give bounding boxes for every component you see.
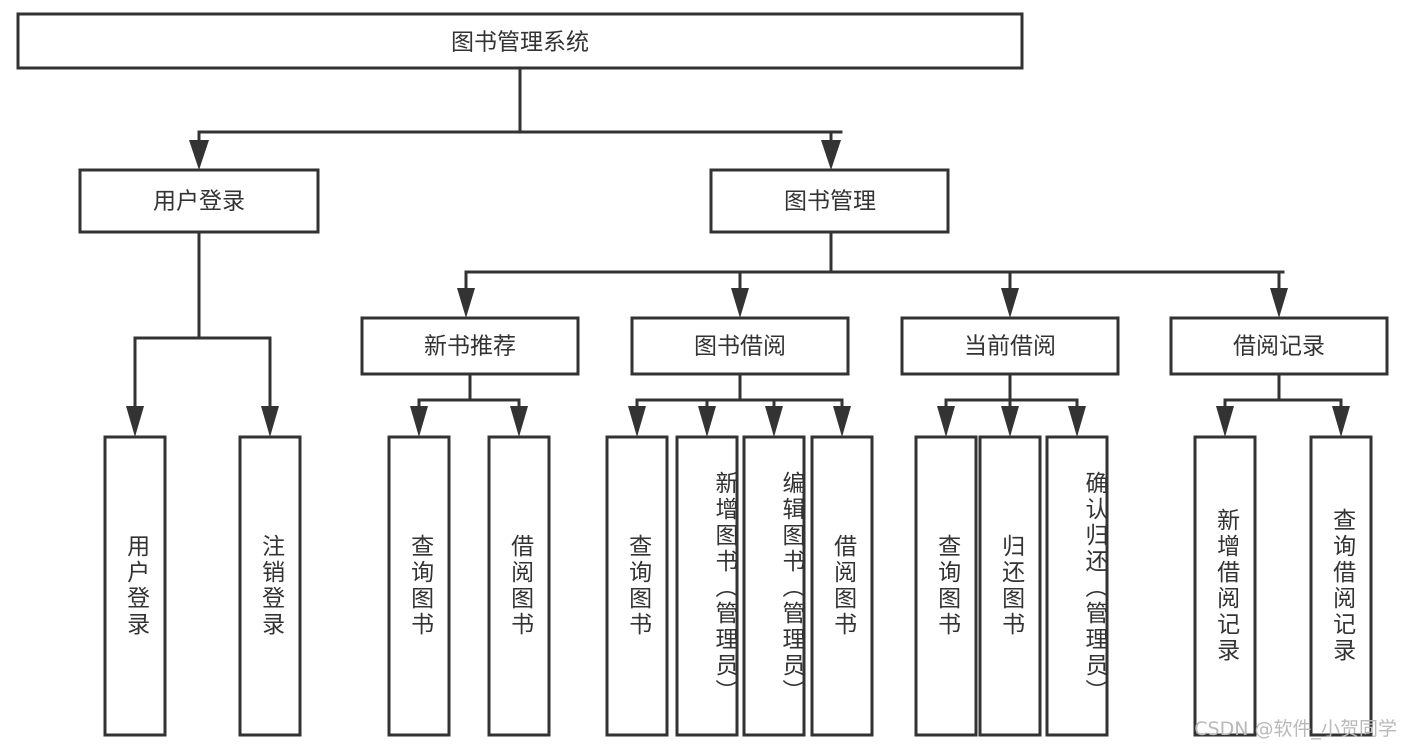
- watermark-text: CSDN @软件_小贺同学: [1194, 718, 1397, 740]
- connector-layer: [126, 66, 1350, 437]
- arrow-head-root-to-user-login: [189, 140, 209, 170]
- node-box-leaf-query-book-3[interactable]: [914, 435, 978, 737]
- node-label-root: 图书管理系统: [451, 30, 589, 56]
- node-box-leaf-query-book-2[interactable]: [605, 435, 669, 737]
- arrow-head-current-borrow-leaf-2: [1001, 406, 1019, 437]
- node-box-leaf-add-borrow-record[interactable]: [1193, 435, 1257, 737]
- node-label-book-borrow: 图书借阅: [694, 334, 786, 360]
- arrow-head-user-login-leaf-2: [261, 406, 279, 437]
- node-box-layer: 图书管理系统 用户登录 图书管理 新书推荐 图书借阅 当前借阅 借阅记录: [16, 12, 1389, 737]
- arrow-head-user-login-leaf-1: [126, 406, 144, 437]
- arrow-head-book-mgmt-child-3: [1001, 288, 1019, 318]
- node-box-borrow-record[interactable]: [1169, 316, 1389, 376]
- arrow-head-book-borrow-leaf-2: [698, 406, 716, 437]
- node-box-leaf-confirm-return-admin[interactable]: [1045, 435, 1109, 737]
- arrow-head-new-book-leaf-2: [510, 406, 528, 437]
- node-box-leaf-return-book[interactable]: [978, 435, 1042, 737]
- node-box-leaf-user-login[interactable]: [103, 435, 167, 737]
- node-label-current-borrow: 当前借阅: [964, 334, 1056, 360]
- node-box-book-borrow[interactable]: [630, 316, 850, 376]
- node-box-user-login[interactable]: [78, 168, 320, 234]
- node-box-leaf-edit-book-admin[interactable]: [742, 435, 806, 737]
- arrow-head-current-borrow-leaf-1: [937, 406, 955, 437]
- node-label-new-book-recommend: 新书推荐: [424, 334, 516, 360]
- arrow-head-book-borrow-leaf-4: [833, 406, 851, 437]
- node-label-user-login: 用户登录: [153, 189, 245, 215]
- arrow-head-book-mgmt-child-2: [731, 288, 749, 318]
- arrow-head-book-mgmt-child-4: [1270, 288, 1288, 318]
- node-box-leaf-borrow-book-1[interactable]: [487, 435, 551, 737]
- arrow-head-root-to-book-mgmt: [821, 140, 841, 170]
- node-box-root[interactable]: [16, 12, 1024, 70]
- arrow-head-book-borrow-leaf-3: [765, 406, 783, 437]
- node-box-leaf-borrow-book-2[interactable]: [810, 435, 874, 737]
- node-box-leaf-query-book-1[interactable]: [387, 435, 451, 737]
- node-box-book-management[interactable]: [709, 168, 950, 234]
- node-label-book-management: 图书管理: [784, 189, 876, 215]
- node-box-leaf-logout[interactable]: [238, 435, 302, 737]
- node-box-leaf-add-book-admin[interactable]: [675, 435, 739, 737]
- arrow-head-book-borrow-leaf-1: [628, 406, 646, 437]
- node-box-current-borrow[interactable]: [900, 316, 1120, 376]
- node-box-new-book-recommend[interactable]: [360, 316, 580, 376]
- node-label-borrow-record: 借阅记录: [1233, 334, 1325, 360]
- arrow-head-borrow-record-leaf-2: [1332, 406, 1350, 437]
- arrow-head-borrow-record-leaf-1: [1216, 406, 1234, 437]
- arrow-head-current-borrow-leaf-3: [1068, 406, 1086, 437]
- arrow-head-new-book-leaf-1: [410, 406, 428, 437]
- arrow-head-book-mgmt-child-1: [457, 288, 475, 318]
- node-box-leaf-query-borrow-record[interactable]: [1309, 435, 1373, 737]
